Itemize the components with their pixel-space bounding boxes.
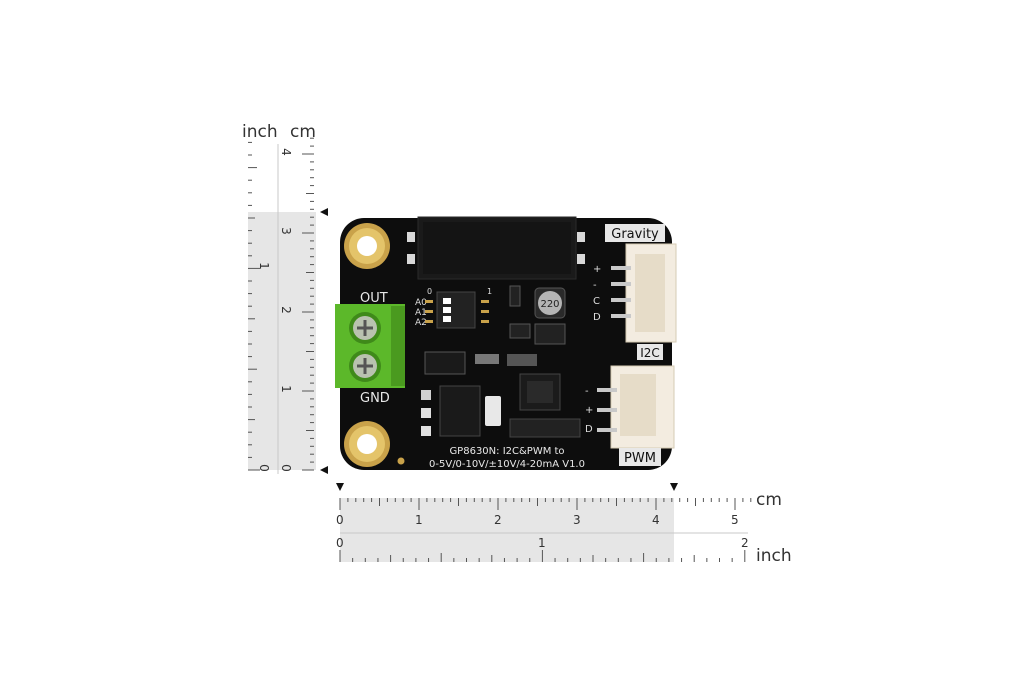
horizontal-cm-unit-label: cm — [756, 490, 782, 510]
hruler-cm-2: 2 — [494, 513, 502, 527]
vruler-cm-0: 0 — [278, 464, 293, 472]
mounting-hole-bottom — [344, 421, 390, 467]
hruler-inch-2: 2 — [741, 536, 749, 550]
board-title-line1: GP8630N: I2C&PWM to — [449, 446, 564, 457]
addr-a2-label: A2 — [415, 318, 427, 328]
gravity-label: Gravity — [611, 227, 659, 242]
gravity-label-bg — [605, 224, 665, 242]
label-out-pcb: OUT — [360, 291, 388, 306]
horizontal-ruler: 0 1 2 3 4 5 0 1 2 cm inch — [336, 478, 806, 578]
vruler-cm-3: 3 — [278, 227, 293, 235]
hruler-cm-3: 3 — [573, 513, 581, 527]
hruler-inch-0: 0 — [336, 536, 344, 550]
vruler-cm-2: 2 — [278, 306, 293, 314]
board-title-line2: 0-5V/0-10V/±10V/4-20mA V1.0 — [429, 459, 585, 470]
board-left-marker — [336, 483, 344, 491]
pwm-connector — [597, 365, 675, 449]
vertical-inch-unit-label: inch — [242, 122, 278, 142]
i2c-pin-label: - — [593, 280, 597, 291]
i2c-connector — [611, 243, 677, 343]
board-bottom-marker — [320, 466, 328, 474]
addr-a1-label: A1 — [415, 308, 427, 318]
i2c-label-bg — [637, 344, 663, 360]
horizontal-ruler-scale — [336, 483, 752, 562]
vruler-inch-0: 0 — [256, 464, 271, 472]
addr-a0-label: A0 — [415, 298, 427, 308]
hruler-cm-0: 0 — [336, 513, 344, 527]
vertical-ruler-ticks — [248, 137, 314, 471]
hruler-cm-5: 5 — [731, 513, 739, 527]
pwm-pin-label: - — [585, 386, 589, 397]
vertical-cm-unit-label: cm — [290, 122, 316, 142]
horizontal-ruler-shade — [340, 498, 674, 562]
i2c-pin-label: C — [593, 296, 600, 307]
vruler-cm-1: 1 — [278, 385, 293, 393]
vertical-ruler: inch cm 0 1 2 3 4 0 1 — [242, 120, 334, 480]
mounting-hole-top — [344, 223, 390, 269]
pwm-label: PWM — [624, 451, 656, 466]
board-right-marker — [670, 483, 678, 491]
gp8630n-module-board: OUT GND 0 1 A0 A1 A2 220 Gravity I2C + — [335, 216, 677, 470]
switch-zero-label: 0 — [427, 287, 432, 296]
i2c-pin-label: D — [593, 312, 601, 323]
pwm-label-bg — [619, 448, 661, 466]
hruler-inch-1: 1 — [538, 536, 546, 550]
board-top-marker — [320, 208, 328, 216]
vruler-cm-4: 4 — [278, 148, 293, 156]
vruler-inch-1: 1 — [256, 262, 271, 270]
regulator — [439, 385, 481, 437]
pwm-pin-label: + — [585, 405, 593, 416]
horizontal-ruler-ticks — [339, 498, 752, 562]
screw-terminal — [335, 304, 405, 388]
vertical-ruler-scale — [248, 137, 328, 474]
pcb-body — [340, 218, 672, 470]
dip-switch — [436, 291, 476, 329]
hruler-cm-1: 1 — [415, 513, 423, 527]
inductor-label: 220 — [540, 299, 559, 310]
pwm-pin-label: D — [585, 424, 593, 435]
i2c-label: I2C — [640, 346, 660, 360]
i2c-pin-label: + — [593, 264, 601, 275]
vertical-ruler-shade — [248, 212, 316, 470]
hruler-cm-4: 4 — [652, 513, 660, 527]
label-gnd-pcb: GND — [360, 391, 390, 406]
switch-one-label: 1 — [487, 287, 492, 296]
horizontal-inch-unit-label: inch — [756, 546, 792, 566]
